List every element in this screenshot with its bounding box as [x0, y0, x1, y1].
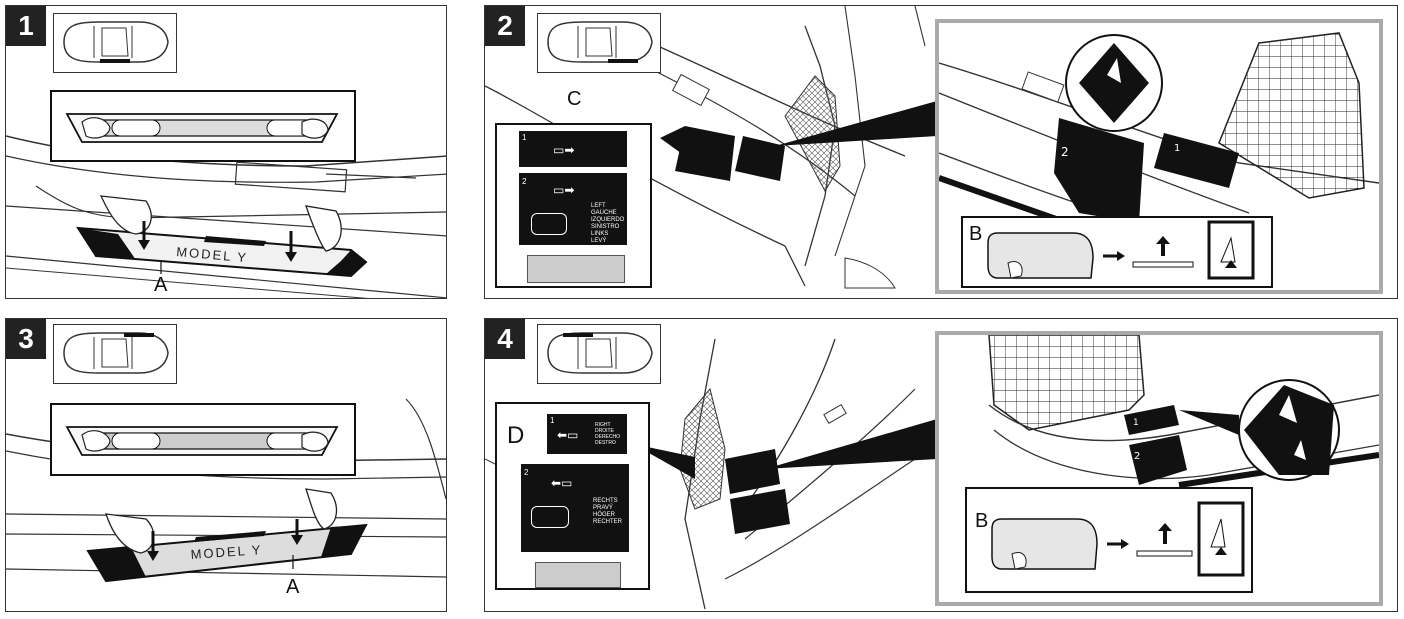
label-2-applied — [1054, 118, 1144, 223]
callout-a: A — [154, 274, 168, 296]
step-number: 4 — [485, 319, 525, 359]
front-sill-illustration: MODEL Y — [6, 398, 446, 583]
svg-text:2: 2 — [1061, 145, 1069, 159]
door-frame-illustration — [485, 338, 937, 610]
car-top-view-icon — [537, 324, 661, 384]
svg-text:2: 2 — [1134, 451, 1140, 462]
sill-detail-inset — [50, 90, 356, 162]
svg-text:1: 1 — [1174, 143, 1180, 154]
sill-wordmark: MODEL Y — [190, 542, 263, 562]
callout-c: C — [567, 88, 582, 110]
callout-b: B — [969, 223, 983, 245]
car-top-view-icon — [53, 13, 177, 73]
peel-hand-icon — [535, 562, 621, 588]
zoom-detail-frame: 2 1 B — [935, 19, 1383, 294]
sill-detail-inset — [50, 403, 356, 476]
callout-a: A — [286, 576, 300, 598]
label-1-applied — [1154, 133, 1239, 188]
step-2-panel: 2 C — [484, 5, 1398, 299]
peel-backing-inset — [965, 487, 1253, 593]
rear-sill-illustration: MODEL Y — [6, 135, 446, 298]
peel-hand-icon — [527, 255, 625, 283]
zoom-detail-frame: 1 2 B — [935, 331, 1383, 606]
peel-backing-inset — [961, 216, 1273, 288]
callout-b: B — [975, 510, 989, 532]
svg-text:1: 1 — [1133, 418, 1139, 428]
step-number: 1 — [6, 6, 46, 46]
step-number: 3 — [6, 319, 46, 359]
car-top-view-icon — [537, 13, 661, 73]
step-number: 2 — [485, 6, 525, 46]
callout-d: D — [507, 422, 525, 449]
left-label-1: 1 ▭➡ — [519, 131, 627, 167]
sill-wordmark: MODEL Y — [176, 244, 249, 265]
car-top-view-icon — [53, 324, 177, 384]
step-1-panel: 1 MODEL Y A — [5, 5, 447, 299]
step-3-panel: 3 MODEL Y A — [5, 318, 447, 612]
